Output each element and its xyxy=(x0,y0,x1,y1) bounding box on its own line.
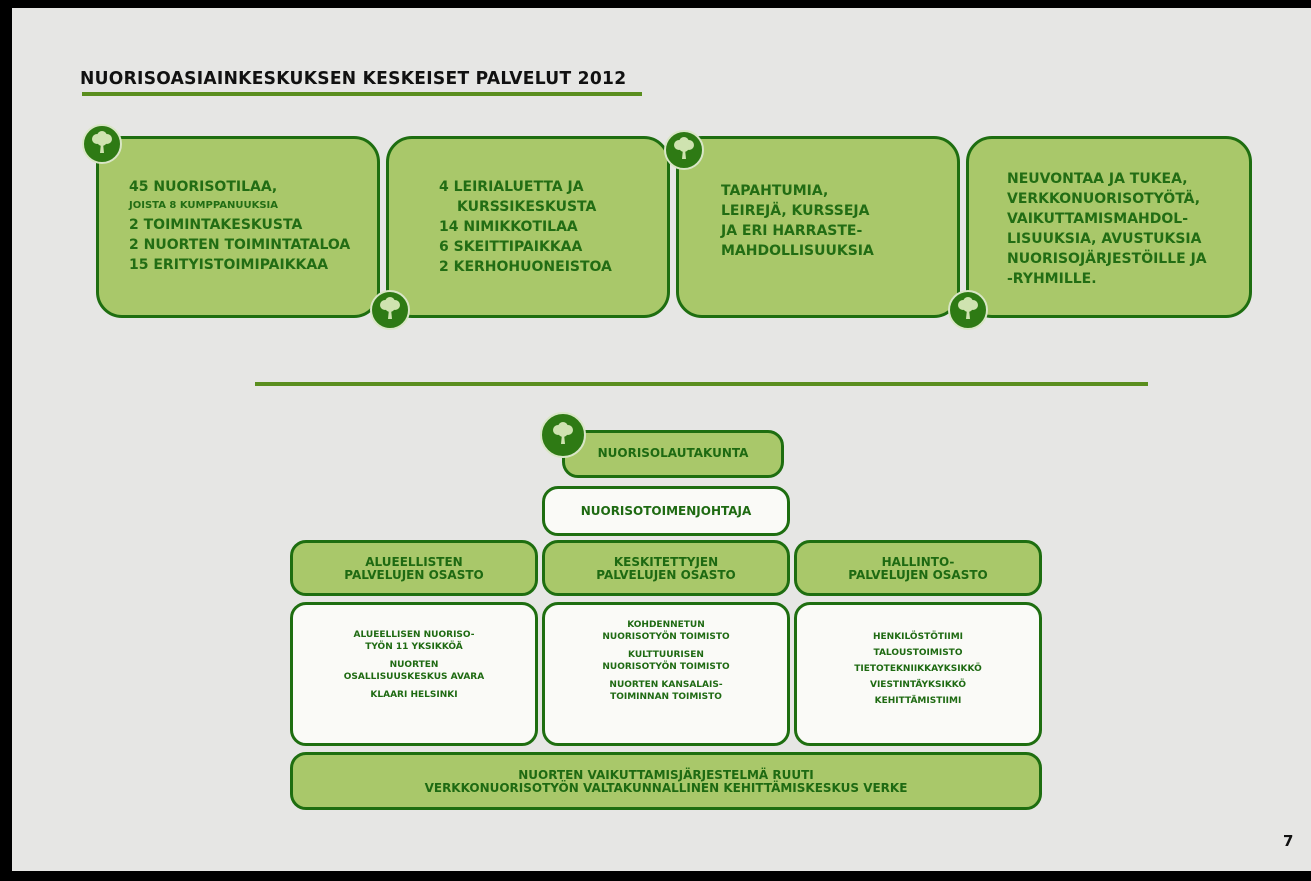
card-line: VERKKONUORISOTYÖTÄ, xyxy=(1007,191,1201,207)
org-department: ALUEELLISTEN PALVELUJEN OSASTO xyxy=(290,540,538,596)
unit-line: OSALLISUUSKESKUS AVARA xyxy=(343,672,485,682)
card-line: NEUVONTAA JA TUKEA, xyxy=(1007,171,1188,187)
tree-icon xyxy=(540,412,586,458)
unit-line: NUORISOTYÖN TOIMISTO xyxy=(602,662,730,672)
card-line: KURSSIKESKUSTA xyxy=(457,199,597,215)
card-line: 45 NUORISOTILAA, xyxy=(129,179,278,195)
org-director: NUORISOTOIMENJOHTAJA xyxy=(542,486,790,536)
card-line: JA ERI HARRASTE- xyxy=(721,223,863,239)
tree-icon xyxy=(664,130,704,170)
service-card-facilities: 45 NUORISOTILAA, JOISTA 8 KUMPPANUUKSIA … xyxy=(96,136,380,318)
card-line: 15 ERITYISTOIMIPAIKKAA xyxy=(129,257,329,273)
department-label: ALUEELLISTEN xyxy=(365,555,463,569)
section-divider xyxy=(255,382,1148,386)
department-label: PALVELUJEN OSASTO xyxy=(596,568,736,582)
department-label: PALVELUJEN OSASTO xyxy=(848,568,988,582)
service-card-camps: 4 LEIRIALUETTA JA KURSSIKESKUSTA 14 NIMI… xyxy=(386,136,670,318)
page-number: 7 xyxy=(1283,832,1294,850)
bottom-line: VERKKONUORISOTYÖN VALTAKUNNALLINEN KEHIT… xyxy=(424,781,908,795)
org-unit-box: ALUEELLISEN NUORISO- TYÖN 11 YKSIKKÖÄ NU… xyxy=(290,602,538,746)
card-line: JOISTA 8 KUMPPANUUKSIA xyxy=(129,200,278,211)
org-board-label: NUORISOLAUTAKUNTA xyxy=(597,446,749,460)
unit-line: KULTTUURISEN xyxy=(628,650,704,660)
service-card-events: TAPAHTUMIA, LEIREJÄ, KURSSEJA JA ERI HAR… xyxy=(676,136,960,318)
card-line: TAPAHTUMIA, xyxy=(721,183,829,199)
page-title: NUORISOASIAINKESKUKSEN KESKEISET PALVELU… xyxy=(80,68,627,89)
department-label: KESKITETTYJEN xyxy=(613,555,719,569)
card-line: 2 NUORTEN TOIMINTATALOA xyxy=(129,237,351,253)
unit-line: NUORTEN xyxy=(389,660,439,670)
card-line: 6 SKEITTIPAIKKAA xyxy=(439,239,583,255)
org-department: HALLINTO- PALVELUJEN OSASTO xyxy=(794,540,1042,596)
card-line: LISUUKSIA, AVUSTUKSIA xyxy=(1007,231,1202,247)
unit-line: TIETOTEKNIIKKAYKSIKKÖ xyxy=(854,664,982,674)
org-unit-box: HENKILÖSTÖTIIMI TALOUSTOIMISTO TIETOTEKN… xyxy=(794,602,1042,746)
department-label: HALLINTO- xyxy=(881,555,955,569)
card-line: 4 LEIRIALUETTA JA xyxy=(439,179,584,195)
unit-line: TOIMINNAN TOIMISTO xyxy=(610,692,722,702)
unit-line: NUORTEN KANSALAIS- xyxy=(609,680,723,690)
org-unit-box: KOHDENNETUN NUORISOTYÖN TOIMISTO KULTTUU… xyxy=(542,602,790,746)
bottom-line: NUORTEN VAIKUTTAMISJÄRJESTELMÄ RUUTI xyxy=(518,768,814,782)
org-director-label: NUORISOTOIMENJOHTAJA xyxy=(580,504,752,518)
unit-line: KEHITTÄMISTIIMI xyxy=(874,696,962,706)
card-line: -RYHMILLE. xyxy=(1007,271,1097,287)
page: NUORISOASIAINKESKUKSEN KESKEISET PALVELU… xyxy=(12,8,1311,871)
unit-line: VIESTINTÄYKSIKKÖ xyxy=(869,680,967,690)
org-department: KESKITETTYJEN PALVELUJEN OSASTO xyxy=(542,540,790,596)
department-label: PALVELUJEN OSASTO xyxy=(344,568,484,582)
card-line: MAHDOLLISUUKSIA xyxy=(721,243,874,259)
unit-line: TYÖN 11 YKSIKKÖÄ xyxy=(365,642,463,652)
tree-icon xyxy=(948,290,988,330)
unit-line: KOHDENNETUN xyxy=(627,620,705,630)
tree-icon xyxy=(82,124,122,164)
unit-line: NUORISOTYÖN TOIMISTO xyxy=(602,632,730,642)
service-card-guidance: NEUVONTAA JA TUKEA, VERKKONUORISOTYÖTÄ, … xyxy=(966,136,1252,318)
unit-line: ALUEELLISEN NUORISO- xyxy=(353,630,475,640)
org-bottom-box: NUORTEN VAIKUTTAMISJÄRJESTELMÄ RUUTI VER… xyxy=(290,752,1042,810)
unit-line: KLAARI HELSINKI xyxy=(370,690,458,700)
title-underline xyxy=(82,92,642,96)
tree-icon xyxy=(370,290,410,330)
card-line: 2 KERHOHUONEISTOA xyxy=(439,259,612,275)
card-line: 14 NIMIKKOTILAA xyxy=(439,219,578,235)
unit-line: HENKILÖSTÖTIIMI xyxy=(872,632,963,642)
card-line: VAIKUTTAMISMAHDOL- xyxy=(1007,211,1189,227)
unit-line: TALOUSTOIMISTO xyxy=(873,648,963,658)
card-line: 2 TOIMINTAKESKUSTA xyxy=(129,217,303,233)
card-line: NUORISOJÄRJESTÖILLE JA xyxy=(1007,251,1207,267)
card-line: LEIREJÄ, KURSSEJA xyxy=(721,203,870,219)
org-board: NUORISOLAUTAKUNTA xyxy=(562,430,784,478)
